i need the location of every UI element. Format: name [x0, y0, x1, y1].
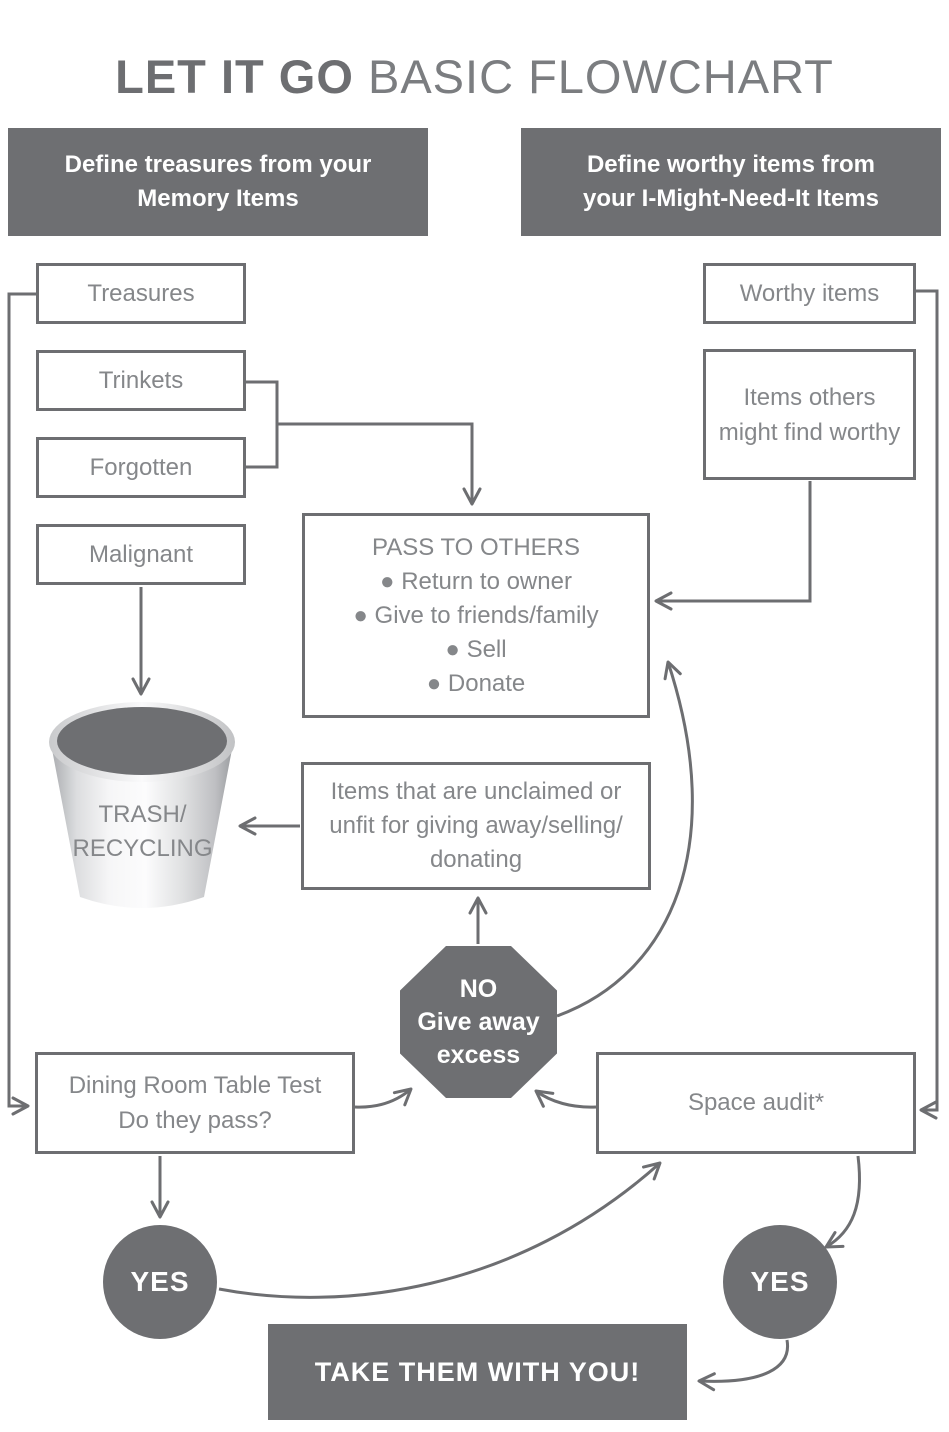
edge-octagon-to-pass-arc [556, 660, 694, 1018]
node-take-them-with-you: TAKE THEM WITH YOU! [268, 1324, 687, 1420]
node-worthy-items: Worthy items [703, 263, 916, 324]
yes-left-label: YES [130, 1266, 190, 1297]
edge-worthy-to-space-audit [916, 289, 939, 1120]
header-memory-line1: Define treasures from your [64, 151, 372, 178]
trash-label-line1: TRASH/ [98, 801, 187, 828]
edge-yes-to-space-audit [218, 1161, 662, 1299]
node-trinkets: Trinkets [36, 350, 246, 411]
node-forgotten-label: Forgotten [89, 453, 193, 481]
node-worthy-items-label: Worthy items [739, 279, 880, 307]
page-title: LET IT GO BASIC FLOWCHART [0, 49, 949, 104]
node-trinkets-label: Trinkets [98, 366, 184, 394]
octagon-line2: Give away [417, 1007, 540, 1036]
trash-recycling-label: TRASH/ RECYCLING [60, 798, 225, 866]
node-malignant: Malignant [36, 524, 246, 585]
node-items-others-worthy-label: Items others might find worthy [718, 383, 901, 446]
dining-test-line2: Do they pass? [118, 1107, 272, 1134]
node-pass-to-others: PASS TO OTHERS ● Return to owner ● Give … [302, 513, 650, 718]
node-dining-room-table-test: Dining Room Table Test Do they pass? [35, 1052, 355, 1154]
trash-can-icon [49, 702, 235, 908]
node-yes-right: YES [723, 1225, 837, 1339]
pass-item-sell: ● Sell [445, 635, 507, 663]
node-malignant-label: Malignant [88, 540, 194, 568]
page-title-bold: LET IT GO [115, 50, 354, 104]
header-worthy-line2: your I-Might-Need-It Items [582, 185, 879, 212]
edge-others-to-pass [654, 481, 812, 611]
header-memory-items: Define treasures from your Memory Items [8, 128, 428, 236]
page-title-light: BASIC FLOWCHART [353, 50, 834, 104]
trash-label-line2: RECYCLING [72, 835, 213, 862]
node-space-audit-label: Space audit* [687, 1089, 825, 1116]
node-items-others-worthy: Items others might find worthy [703, 349, 916, 480]
header-worthy-items: Define worthy items from your I-Might-Ne… [521, 128, 941, 236]
node-space-audit: Space audit* [596, 1052, 916, 1154]
take-them-label: TAKE THEM WITH YOU! [314, 1356, 641, 1387]
node-treasures-label: Treasures [87, 279, 195, 307]
octagon-line3: excess [436, 1040, 521, 1069]
yes-right-label: YES [750, 1266, 810, 1297]
edge-trinkets-forgotten-bracket [246, 380, 279, 469]
edge-space-audit-to-octagon [534, 1089, 597, 1109]
dining-test-line1: Dining Room Table Test [68, 1072, 322, 1099]
pass-item-donate: ● Donate [426, 669, 526, 697]
node-forgotten: Forgotten [36, 437, 246, 498]
header-worthy-line1: Define worthy items from [586, 151, 876, 178]
node-no-give-away-excess: NO Give away excess [400, 946, 557, 1098]
edge-yes-to-take [697, 1339, 790, 1392]
edge-dining-to-octagon [354, 1087, 413, 1109]
node-yes-left: YES [103, 1225, 217, 1339]
node-treasures: Treasures [36, 263, 246, 324]
pass-to-others-title: PASS TO OTHERS [371, 533, 581, 561]
edge-space-audit-to-yes [824, 1155, 862, 1249]
node-unclaimed-items-label: Items that are unclaimed or unfit for gi… [329, 778, 623, 873]
pass-item-give: ● Give to friends/family [353, 601, 599, 629]
edge-treasures-to-dining [7, 292, 36, 1116]
header-memory-line2: Memory Items [137, 185, 299, 212]
pass-item-return: ● Return to owner [380, 567, 572, 595]
octagon-line1: NO [459, 974, 498, 1003]
edge-bracket-to-pass [277, 422, 482, 506]
node-unclaimed-items: Items that are unclaimed or unfit for gi… [301, 762, 651, 890]
